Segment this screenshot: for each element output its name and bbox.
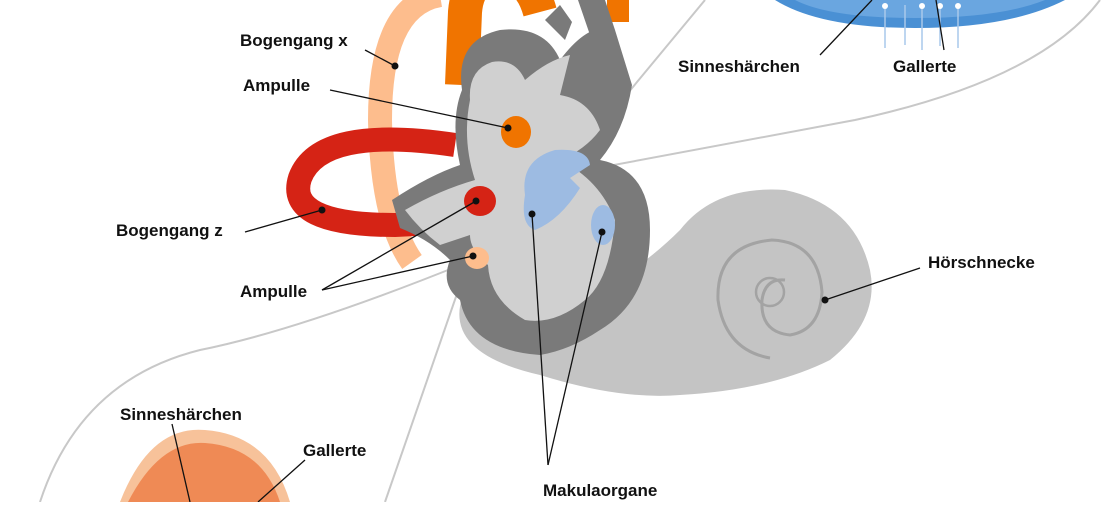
label-gallerte-bottom: Gallerte bbox=[303, 441, 366, 460]
label-ampulle-bottom: Ampulle bbox=[240, 282, 307, 301]
zoom-callout-top bbox=[560, 0, 1100, 175]
label-makulaorgane: Makulaorgane bbox=[543, 481, 657, 500]
vestibule bbox=[392, 0, 650, 355]
label-ampulle-top: Ampulle bbox=[243, 76, 310, 95]
ampulla-z bbox=[464, 186, 496, 216]
label-sinneshaerchen-top: Sinneshärchen bbox=[678, 57, 800, 76]
label-hoerschnecke: Hörschnecke bbox=[928, 253, 1035, 272]
ampulla-light bbox=[465, 247, 489, 269]
label-gallerte-top: Gallerte bbox=[893, 57, 956, 76]
label-sinneshaerchen-bottom: Sinneshärchen bbox=[120, 405, 242, 424]
label-bogengang-z: Bogengang z bbox=[116, 221, 223, 240]
ampulla-top bbox=[501, 116, 531, 148]
label-bogengang-x: Bogengang x bbox=[240, 31, 348, 50]
